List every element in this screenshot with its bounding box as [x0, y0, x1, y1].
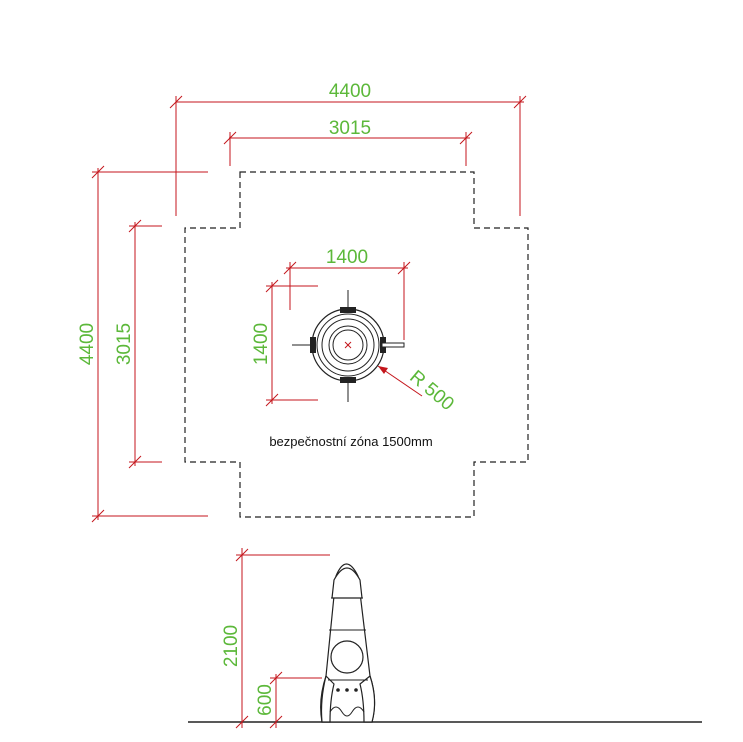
dimension-total-height: 2100 — [221, 548, 330, 729]
dimension-overall-height-label: 4400 — [77, 323, 98, 365]
dimension-object-height-label: 1400 — [251, 323, 272, 365]
object-elevation — [320, 563, 376, 723]
dimension-lower-height-label: 600 — [255, 684, 276, 716]
object-plan-symbol — [292, 290, 405, 402]
dimension-object-width-label: 1400 — [326, 247, 368, 268]
dimension-inner-height: 3015 — [114, 219, 162, 469]
safety-zone-outline — [184, 171, 529, 518]
dimension-object-width: 1400 — [283, 247, 411, 340]
dimension-overall-width: 4400 — [169, 81, 527, 216]
dimension-radius: R 500 — [377, 365, 458, 415]
dimension-radius-label: R 500 — [405, 366, 457, 415]
dimension-lower-height: 600 — [255, 671, 322, 729]
dimension-inner-width-label: 3015 — [329, 118, 371, 139]
dimension-object-height: 1400 — [251, 279, 318, 407]
dimension-inner-width: 3015 — [223, 118, 473, 166]
dimension-inner-height-label: 3015 — [114, 323, 135, 365]
dimension-overall-width-label: 4400 — [329, 81, 371, 102]
safety-zone-label: bezpečnostní zóna 1500mm — [269, 434, 432, 449]
dimension-overall-height: 4400 — [77, 165, 208, 523]
dimension-total-height-label: 2100 — [221, 625, 242, 667]
